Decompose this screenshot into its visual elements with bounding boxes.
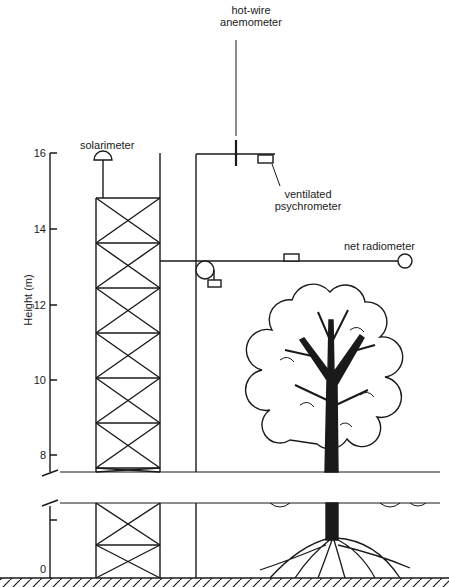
lattice-strut — [96, 243, 160, 288]
instrument-label: hot-wire anemometer — [212, 4, 290, 28]
instrument-label: ventilated psychrometer — [268, 188, 348, 212]
pulley — [196, 261, 214, 279]
hot-wire-anemometer — [235, 140, 237, 166]
lattice-strut — [96, 503, 160, 545]
lattice-strut — [96, 423, 160, 468]
lattice-strut — [96, 468, 160, 472]
lattice-strut — [96, 243, 160, 288]
axis-tick-label: 16 — [20, 147, 46, 159]
lattice-strut — [96, 333, 160, 378]
height-axis — [49, 153, 50, 578]
anemometer-leader — [236, 40, 237, 136]
mast — [160, 153, 196, 578]
lattice-strut — [96, 287, 160, 288]
axis-break — [42, 470, 58, 506]
lattice-strut — [96, 468, 160, 472]
tower — [96, 198, 160, 578]
instrument-label: solarimeter — [80, 139, 160, 151]
lattice-strut — [96, 242, 160, 243]
axis-tick-label: 10 — [20, 374, 46, 386]
axis-title: Height (m) — [22, 274, 34, 325]
break-band — [60, 472, 449, 502]
solarimeter-dome — [94, 151, 112, 160]
lattice-strut — [96, 378, 160, 423]
lattice-strut — [96, 198, 160, 243]
lattice-strut — [96, 422, 160, 423]
axis-tick-label: 14 — [20, 223, 46, 235]
hanging-line — [213, 270, 214, 280]
hanging-psychrometer — [208, 280, 221, 287]
lattice-strut — [96, 288, 160, 333]
shrub-edge — [270, 503, 426, 507]
tree-trunk-lower — [326, 503, 338, 540]
lattice-strut — [96, 198, 160, 243]
boom-psychrometer — [284, 254, 299, 261]
lattice-strut — [96, 378, 160, 423]
lattice-strut — [96, 377, 160, 378]
psychrometer-leader — [272, 164, 280, 186]
ground-hatching — [0, 578, 449, 587]
lattice-strut — [96, 544, 160, 545]
lattice-strut — [96, 545, 160, 578]
axis-tick-label: 0 — [20, 563, 46, 575]
lower-boom — [160, 260, 398, 261]
lattice-strut — [96, 503, 160, 545]
lattice-strut — [96, 333, 160, 378]
lattice-strut — [96, 332, 160, 333]
top-psychrometer — [258, 155, 273, 163]
axis-tick-label: 8 — [20, 449, 46, 461]
axis-ticks — [50, 153, 57, 520]
lattice-strut — [96, 288, 160, 333]
solarimeter-pole — [102, 160, 103, 198]
lattice-strut — [96, 423, 160, 468]
tree-branches — [285, 310, 375, 405]
lattice-strut — [96, 545, 160, 578]
instrument-label: net radiometer — [344, 240, 434, 252]
net-radiometer — [398, 254, 412, 268]
ground-line — [0, 577, 449, 578]
break-line — [60, 472, 440, 503]
tree-roots — [260, 538, 410, 578]
